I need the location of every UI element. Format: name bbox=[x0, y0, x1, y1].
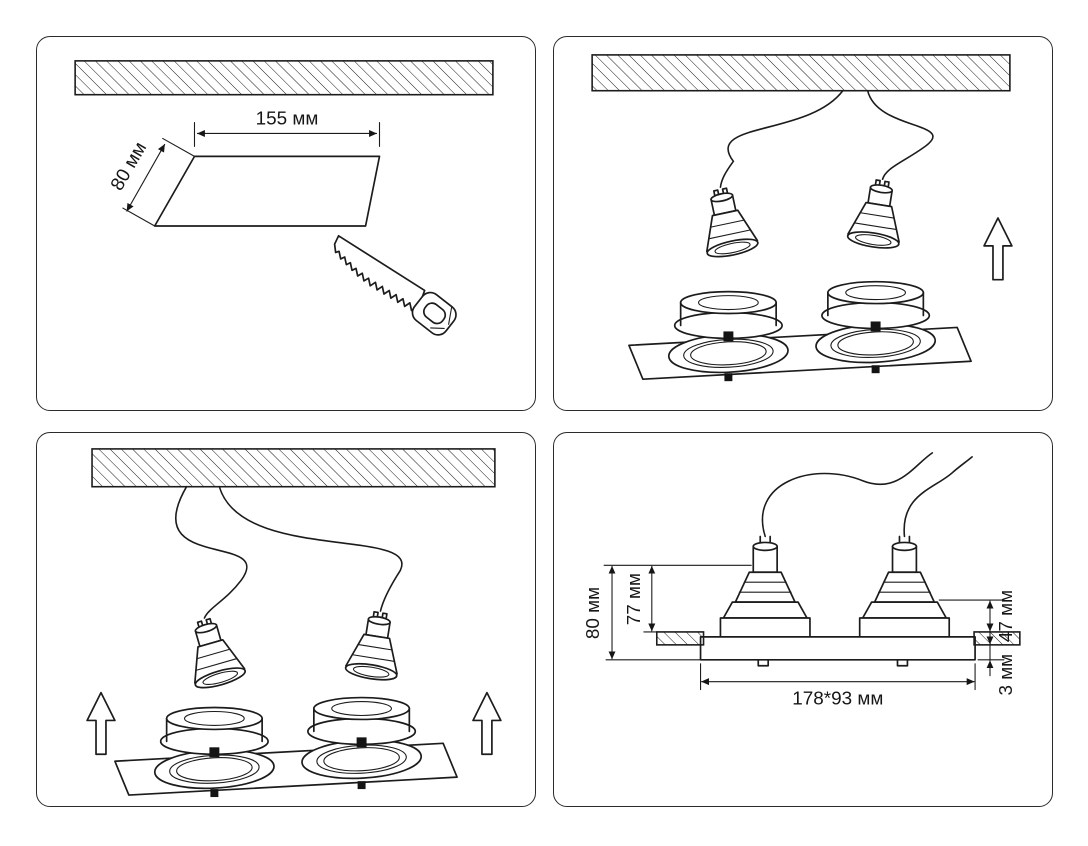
up-arrow-icon-right bbox=[472, 691, 502, 756]
double-fixture-frame bbox=[114, 696, 458, 798]
power-wires bbox=[174, 485, 403, 619]
ceiling-beam bbox=[591, 54, 1011, 92]
up-arrow-icon bbox=[983, 217, 1013, 281]
footprint-dimension: 178*93 мм bbox=[700, 663, 976, 710]
lamp-bulb-left bbox=[178, 612, 248, 693]
panel-step-mounting bbox=[36, 432, 536, 807]
width-dimension: 155 мм bbox=[193, 109, 381, 147]
panel-step-wiring bbox=[553, 36, 1053, 411]
ceiling-beam bbox=[74, 60, 494, 96]
lamp-bulb-left bbox=[693, 183, 761, 261]
side-view-illustration: 80 мм 77 мм 47 мм 3 мм 178*93 мм bbox=[583, 452, 1021, 710]
footprint-label: 178*93 мм bbox=[792, 689, 883, 710]
cutout-width-label: 155 мм bbox=[256, 109, 319, 130]
saw-icon bbox=[333, 234, 457, 336]
ceiling-section-right bbox=[973, 631, 1021, 646]
ceiling-beam bbox=[91, 448, 496, 488]
depth-dimension: 80 мм bbox=[107, 137, 196, 227]
cutout-illustration: 155 мм 80 мм bbox=[74, 60, 494, 336]
cutout-outline bbox=[153, 155, 381, 227]
mounting-illustration bbox=[86, 448, 502, 798]
ceiling-section-left bbox=[655, 631, 705, 646]
power-wires bbox=[719, 89, 934, 188]
height-dimensions: 80 мм 77 мм bbox=[583, 564, 752, 661]
double-fixture-frame bbox=[628, 280, 972, 383]
lamp-bulb-right bbox=[343, 607, 407, 684]
housing-dimensions: 47 мм 3 мм bbox=[938, 590, 1017, 696]
lamp-bulb-right bbox=[845, 176, 909, 252]
panel-step-cutout: 155 мм 80 мм bbox=[36, 36, 536, 411]
cutout-depth-label: 80 мм bbox=[107, 139, 151, 195]
trim-foot-right bbox=[896, 658, 909, 667]
recess-height-label: 77 мм bbox=[624, 573, 645, 625]
up-arrow-icon-left bbox=[86, 691, 116, 756]
wiring-illustration bbox=[591, 54, 1013, 383]
lamp-unit-left bbox=[719, 535, 811, 638]
housing-height-label: 47 мм bbox=[996, 590, 1017, 642]
total-height-label: 80 мм bbox=[583, 587, 604, 639]
lamp-unit-right bbox=[858, 535, 951, 638]
panel-side-dimensions: 80 мм 77 мм 47 мм 3 мм 178*93 мм bbox=[553, 432, 1053, 807]
power-wires bbox=[761, 452, 973, 538]
trim-height-label: 3 мм bbox=[996, 654, 1017, 696]
trim-frame-profile bbox=[699, 636, 976, 661]
trim-foot-left bbox=[757, 658, 770, 667]
